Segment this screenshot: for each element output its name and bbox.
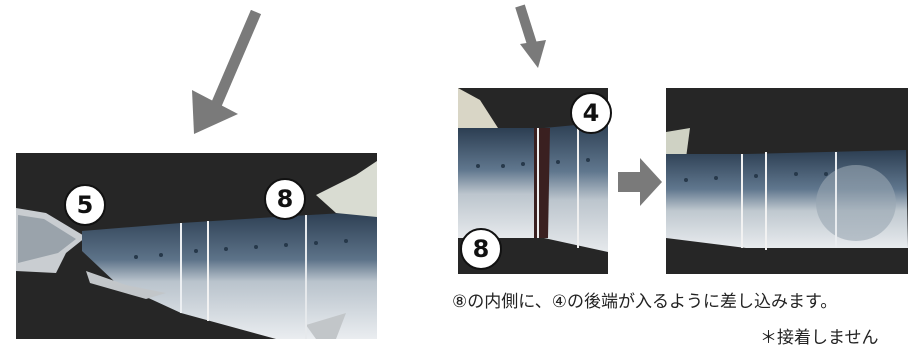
glue-note: ＊接着しません bbox=[760, 328, 879, 348]
part-number-badge-8: 8 bbox=[460, 228, 502, 270]
down-arrow-icon bbox=[515, 4, 546, 68]
part-number-badge-4: 4 bbox=[570, 92, 612, 134]
down-left-arrow-icon bbox=[192, 10, 262, 134]
right-fish-illustration bbox=[666, 88, 908, 274]
instruction-caption: ⑧の内側に、④の後端が入るように差し込みます。 bbox=[452, 292, 838, 312]
part-number-badge-8: 8 bbox=[264, 178, 306, 220]
left-fish-illustration bbox=[16, 153, 377, 339]
right-arrow-icon bbox=[618, 158, 662, 206]
left-fish-photo bbox=[16, 153, 377, 339]
right-fish-photo bbox=[666, 88, 908, 274]
part-number-badge-5: 5 bbox=[64, 184, 106, 226]
